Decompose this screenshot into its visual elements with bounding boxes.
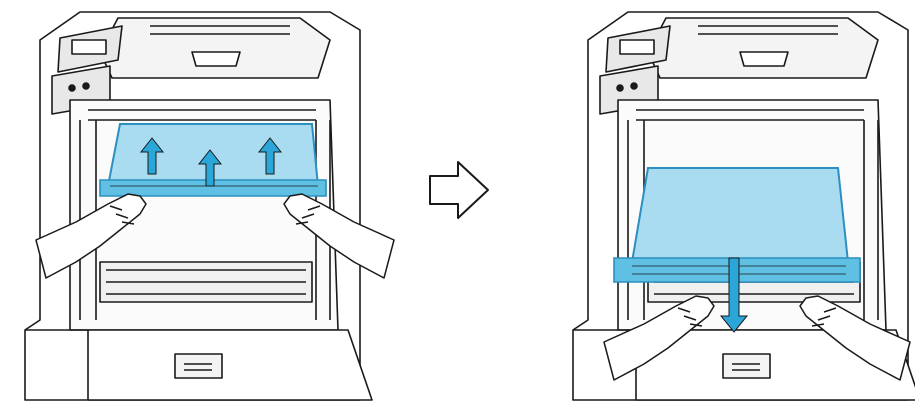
step-2-panel <box>572 11 915 401</box>
pull-arrow-down-icon <box>719 257 749 333</box>
belt-unit <box>613 167 861 283</box>
right-arrow-outline-icon <box>429 161 489 219</box>
step-1-panel <box>24 11 395 401</box>
